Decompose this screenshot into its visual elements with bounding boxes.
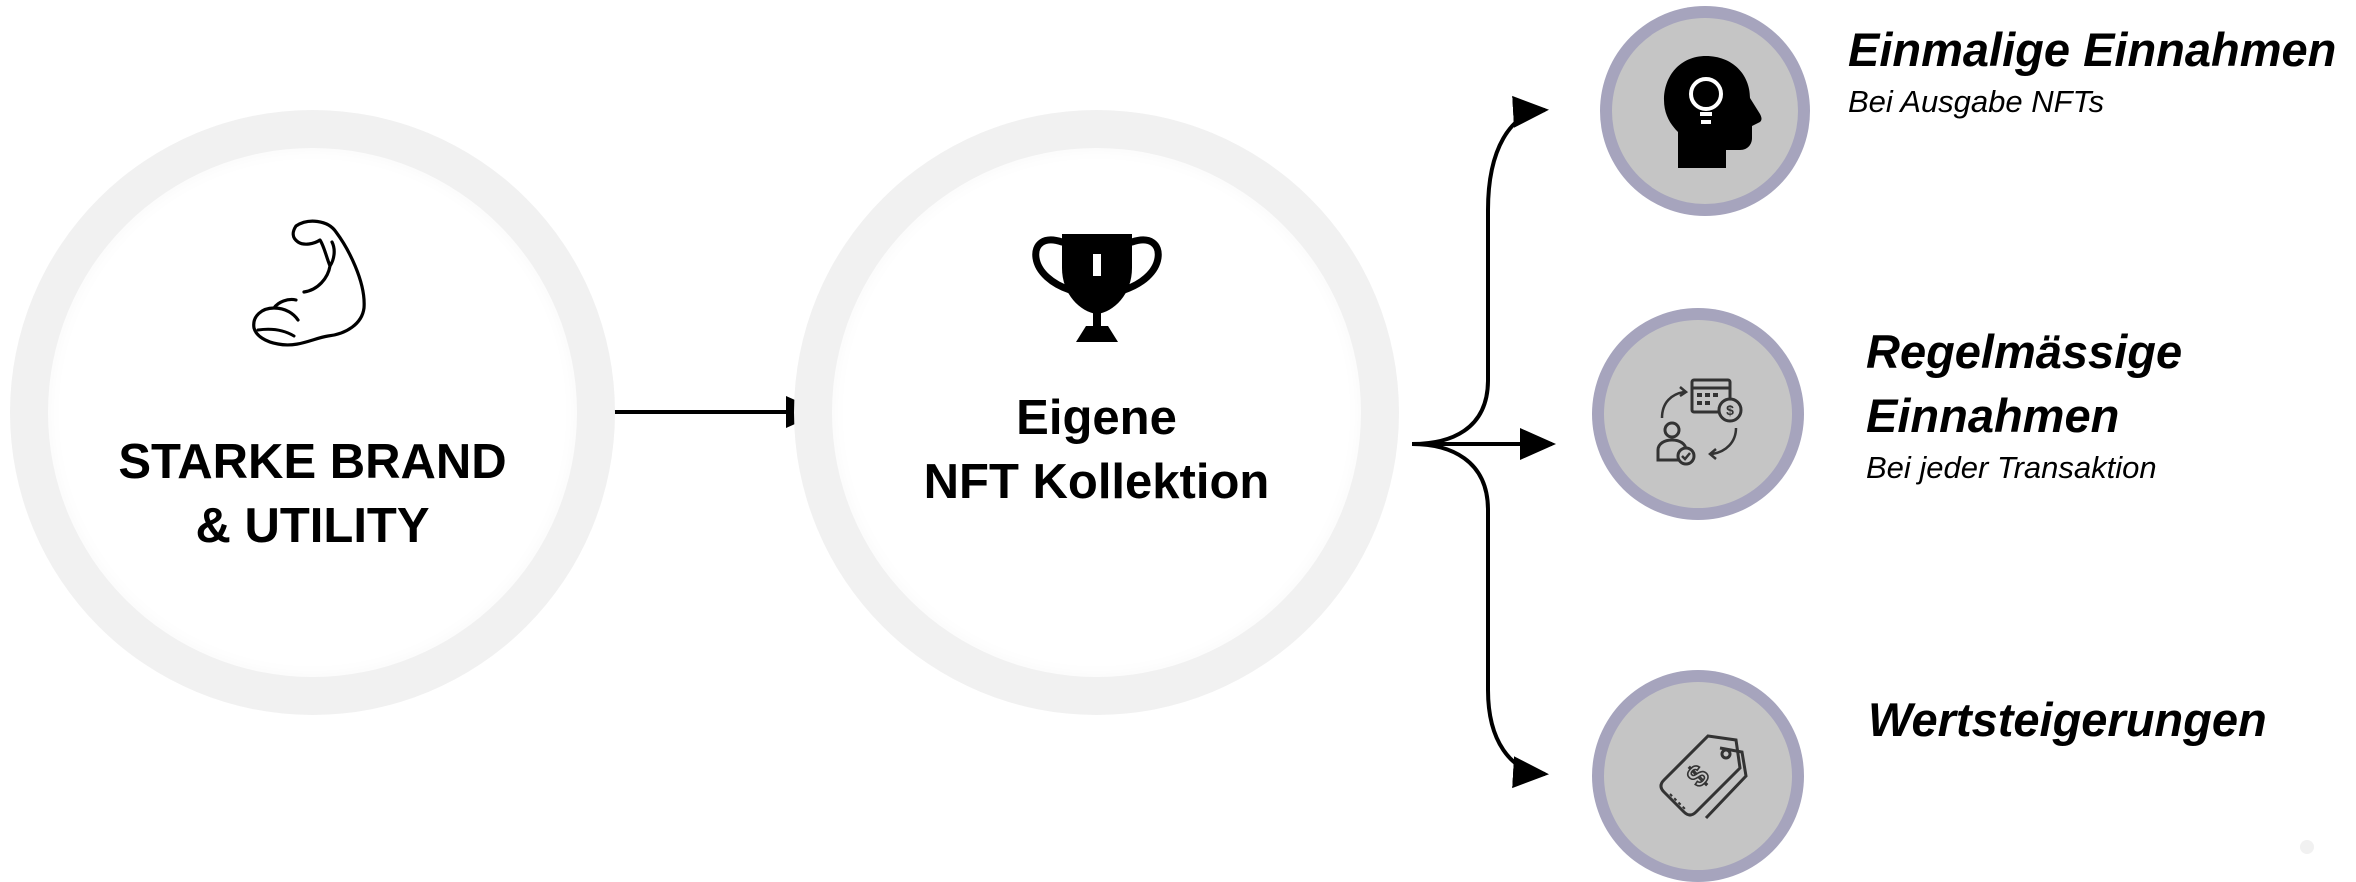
trophy-icon [1030,228,1164,346]
decorative-dot [2300,840,2314,854]
flexed-biceps-icon [248,212,374,352]
arrow-to-wertsteigerungen [1411,442,1549,789]
wertsteigerungen-title: Wertsteigerungen [1868,693,2267,746]
brand-title: STARKE BRAND & UTILITY [118,435,507,553]
regelmaessige-title: Regelmässige Einnahmen [1866,325,2183,442]
arrow-to-einmalige [1411,95,1549,446]
lightbulb-head-icon [1660,52,1764,172]
brand-circle [48,148,577,677]
svg-text:$: $ [1726,402,1734,418]
regelmaessige-icon-circle [1604,320,1792,508]
einmalige-subtitle: Bei Ausgabe NFTs [1848,84,2105,119]
price-tags-icon: $ [1650,726,1750,826]
regelmaessige-subtitle: Bei jeder Transaktion [1866,450,2157,485]
collection-title: Eigene NFT Kollektion [923,391,1270,509]
svg-text:$: $ [1681,759,1716,794]
einmalige-title: Einmalige Einnahmen [1848,23,2337,76]
recurring-payment-icon: $ [1650,376,1752,466]
wertsteigerungen-icon-circle [1604,682,1792,870]
